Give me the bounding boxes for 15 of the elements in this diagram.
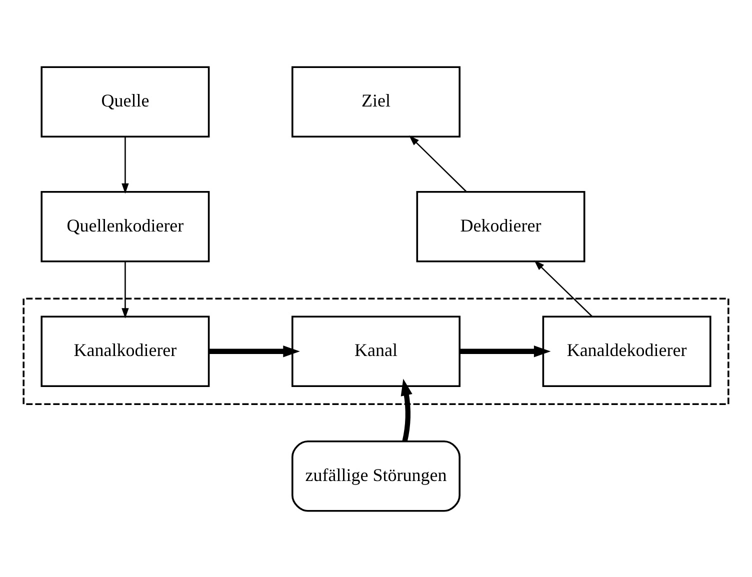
node-box: Ziel — [292, 66, 460, 137]
node-box: Kanalkodierer — [40, 315, 210, 386]
cluster — [22, 297, 730, 404]
node-box: Quellenkodierer — [40, 190, 210, 262]
node-box: Dekodierer — [416, 190, 586, 262]
arrow — [460, 345, 551, 357]
arrow — [409, 135, 467, 192]
node-box: Kanaldekodierer — [542, 315, 712, 386]
node-box: zufällige Störungen — [292, 440, 460, 512]
arrow — [122, 136, 129, 194]
node-box: Kanal — [292, 315, 460, 386]
arrow — [208, 345, 300, 357]
arrow — [400, 378, 412, 442]
arrow — [122, 261, 129, 318]
node-box: Quelle — [40, 66, 210, 137]
